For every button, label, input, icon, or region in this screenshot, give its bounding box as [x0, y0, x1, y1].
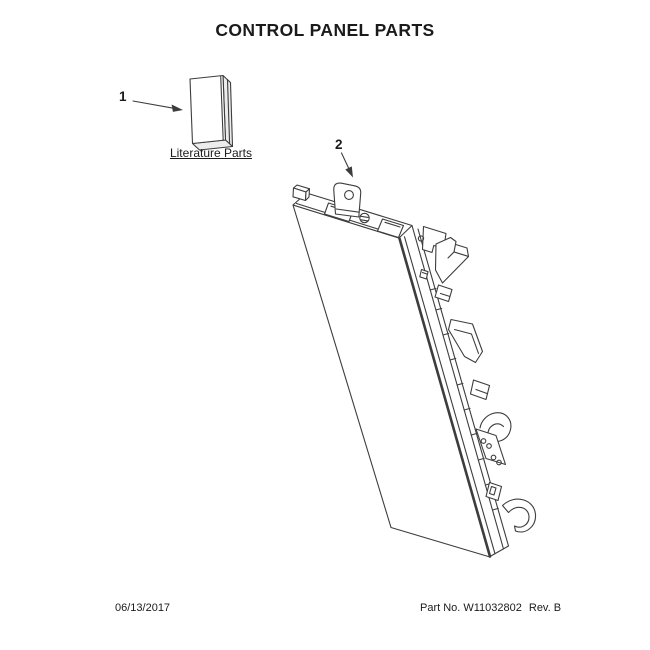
footer-part-info: Part No.W11032802 Rev.B: [420, 602, 564, 614]
callout-1-label: 1: [119, 89, 127, 104]
right-end-pad: [376, 218, 405, 239]
control-panel-drawing: [292, 182, 537, 558]
page-title: CONTROL PANEL PARTS: [215, 20, 435, 40]
part-no-value: W11032802: [463, 602, 522, 614]
connector-boxes: [417, 225, 512, 502]
bottom-hook: [501, 498, 537, 533]
callout-1-arrow: [132, 100, 183, 112]
screw: [359, 212, 370, 224]
mounting-bracket: [333, 182, 362, 218]
part-no-label: Part No.: [420, 602, 461, 614]
callout-2-arrow: [340, 152, 353, 178]
rev-value: B: [553, 602, 562, 614]
literature-booklet-drawing: [189, 74, 234, 151]
callout-2-label: 2: [335, 137, 343, 152]
footer-date: 06/13/2017: [115, 602, 171, 614]
literature-parts-label: Literature Parts: [169, 146, 253, 160]
rev-label: Rev.: [528, 602, 551, 614]
panel-left-tab: [292, 184, 311, 202]
